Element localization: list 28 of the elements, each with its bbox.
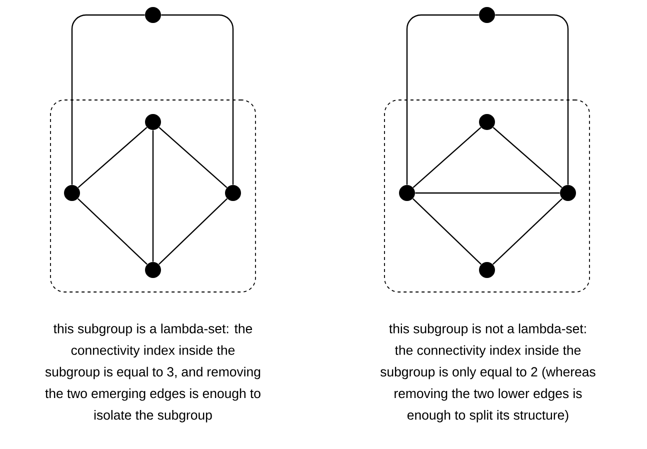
edge-line: [415, 192, 560, 194]
vertex-dot: [64, 185, 80, 201]
edge-line: [158, 198, 228, 265]
edge-line: [406, 14, 479, 185]
vertex-dot: [225, 185, 241, 201]
vertex-dot: [145, 114, 161, 130]
edge-line: [492, 198, 562, 265]
edge-line: [492, 126, 562, 188]
vertex-dot: [399, 185, 415, 201]
caption-text: this subgroup is a lambda-set: the connectivity index inside the subgroup is equal to 3, and removing the two emerging edges is enough to isolate the subgroup: [45, 324, 260, 422]
edge-line: [78, 126, 148, 188]
vertex-dot: [479, 7, 495, 23]
edge-line: [495, 14, 569, 185]
edge-line: [412, 198, 482, 265]
vertex-dot: [145, 262, 161, 278]
edge-line: [161, 14, 234, 185]
caption-text: this subgroup is not a lambda-set: the connectivity index inside the subgroup is only equal to 2 (whereas removing the two lower edges is enough to split its structure): [380, 324, 596, 422]
subgroup-box: [50, 100, 256, 292]
edge-line: [78, 198, 148, 265]
vertex-dot: [560, 185, 576, 201]
edge-line: [412, 126, 482, 188]
edge-line: [71, 14, 145, 185]
subgroup-box: [384, 100, 590, 292]
edge-line: [152, 130, 154, 262]
vertex-dot: [145, 7, 161, 23]
vertex-dot: [479, 262, 495, 278]
vertex-dot: [479, 114, 495, 130]
edge-line: [158, 126, 228, 188]
